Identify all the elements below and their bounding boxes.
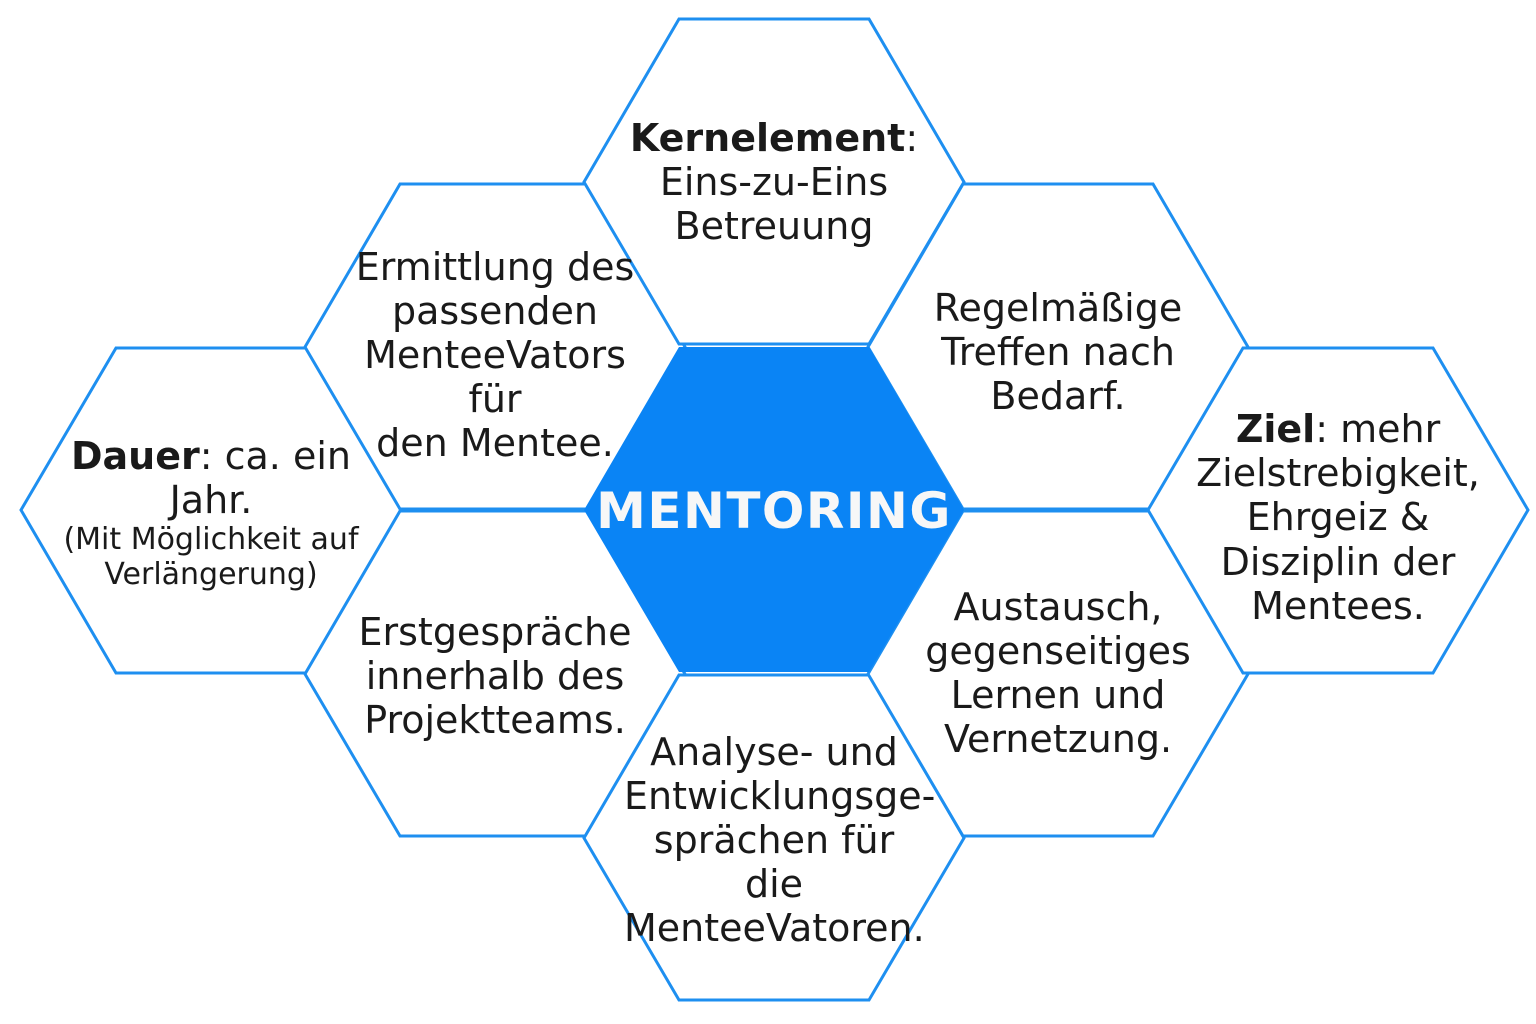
center-title-text: MENTORING xyxy=(596,482,952,540)
hexagon-mentoring-center[interactable] xyxy=(584,347,964,672)
hexagon-ziel[interactable] xyxy=(1146,346,1530,675)
center-title: MENTORING xyxy=(584,482,964,540)
